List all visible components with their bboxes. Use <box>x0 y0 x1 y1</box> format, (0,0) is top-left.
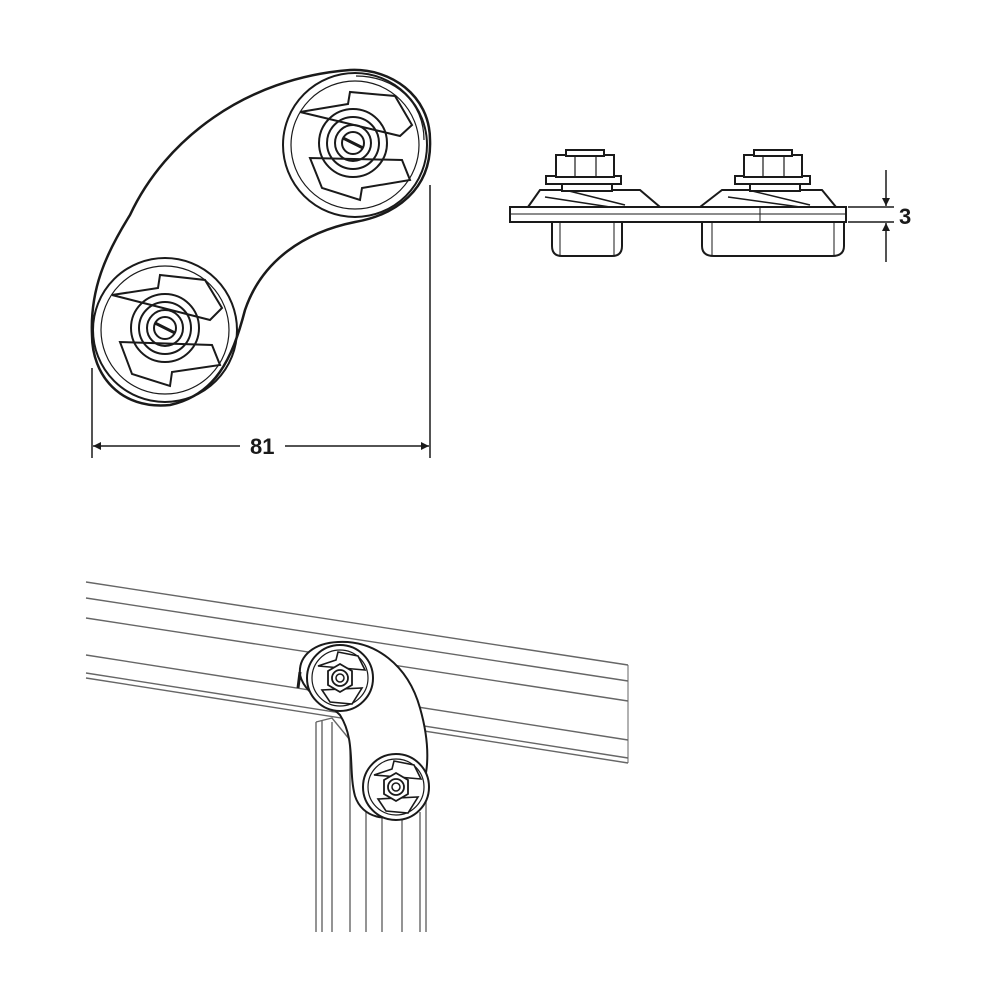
side-right-fastener <box>697 149 845 257</box>
width-dimension <box>91 185 431 458</box>
width-dimension-label: 81 <box>246 436 279 458</box>
upper-screw-boss <box>282 72 428 218</box>
lower-screw-boss <box>92 257 238 403</box>
connector-plate-outline <box>90 68 432 407</box>
installed-connector <box>296 640 430 821</box>
side-left-fastener <box>526 149 663 257</box>
connector-side-view <box>509 149 847 257</box>
connector-top-view <box>90 68 432 407</box>
thickness-dimension <box>848 170 894 262</box>
thickness-dimension-label: 3 <box>899 204 912 229</box>
